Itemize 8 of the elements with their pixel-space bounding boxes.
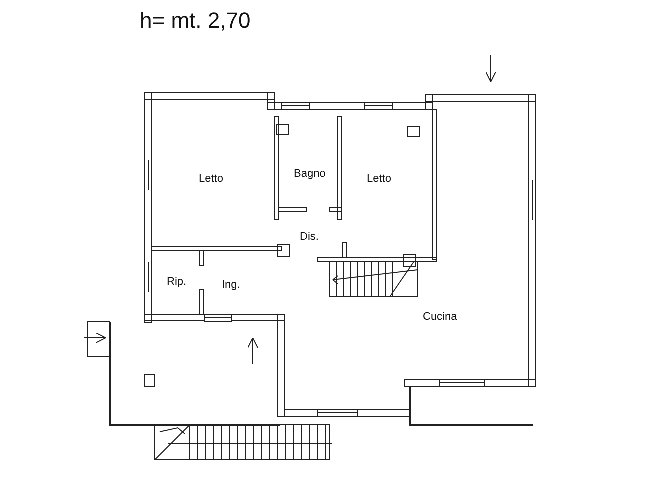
room-label: Ing. [222,279,240,291]
room-label: Dis. [300,231,319,243]
room-label: Letto [367,173,392,185]
room-label: Cucina [423,311,458,323]
room-label: Bagno [294,168,326,180]
room-label: Rip. [167,276,187,288]
ceiling-height-title: h= mt. 2,70 [140,8,251,34]
room-label: Letto [199,173,224,185]
